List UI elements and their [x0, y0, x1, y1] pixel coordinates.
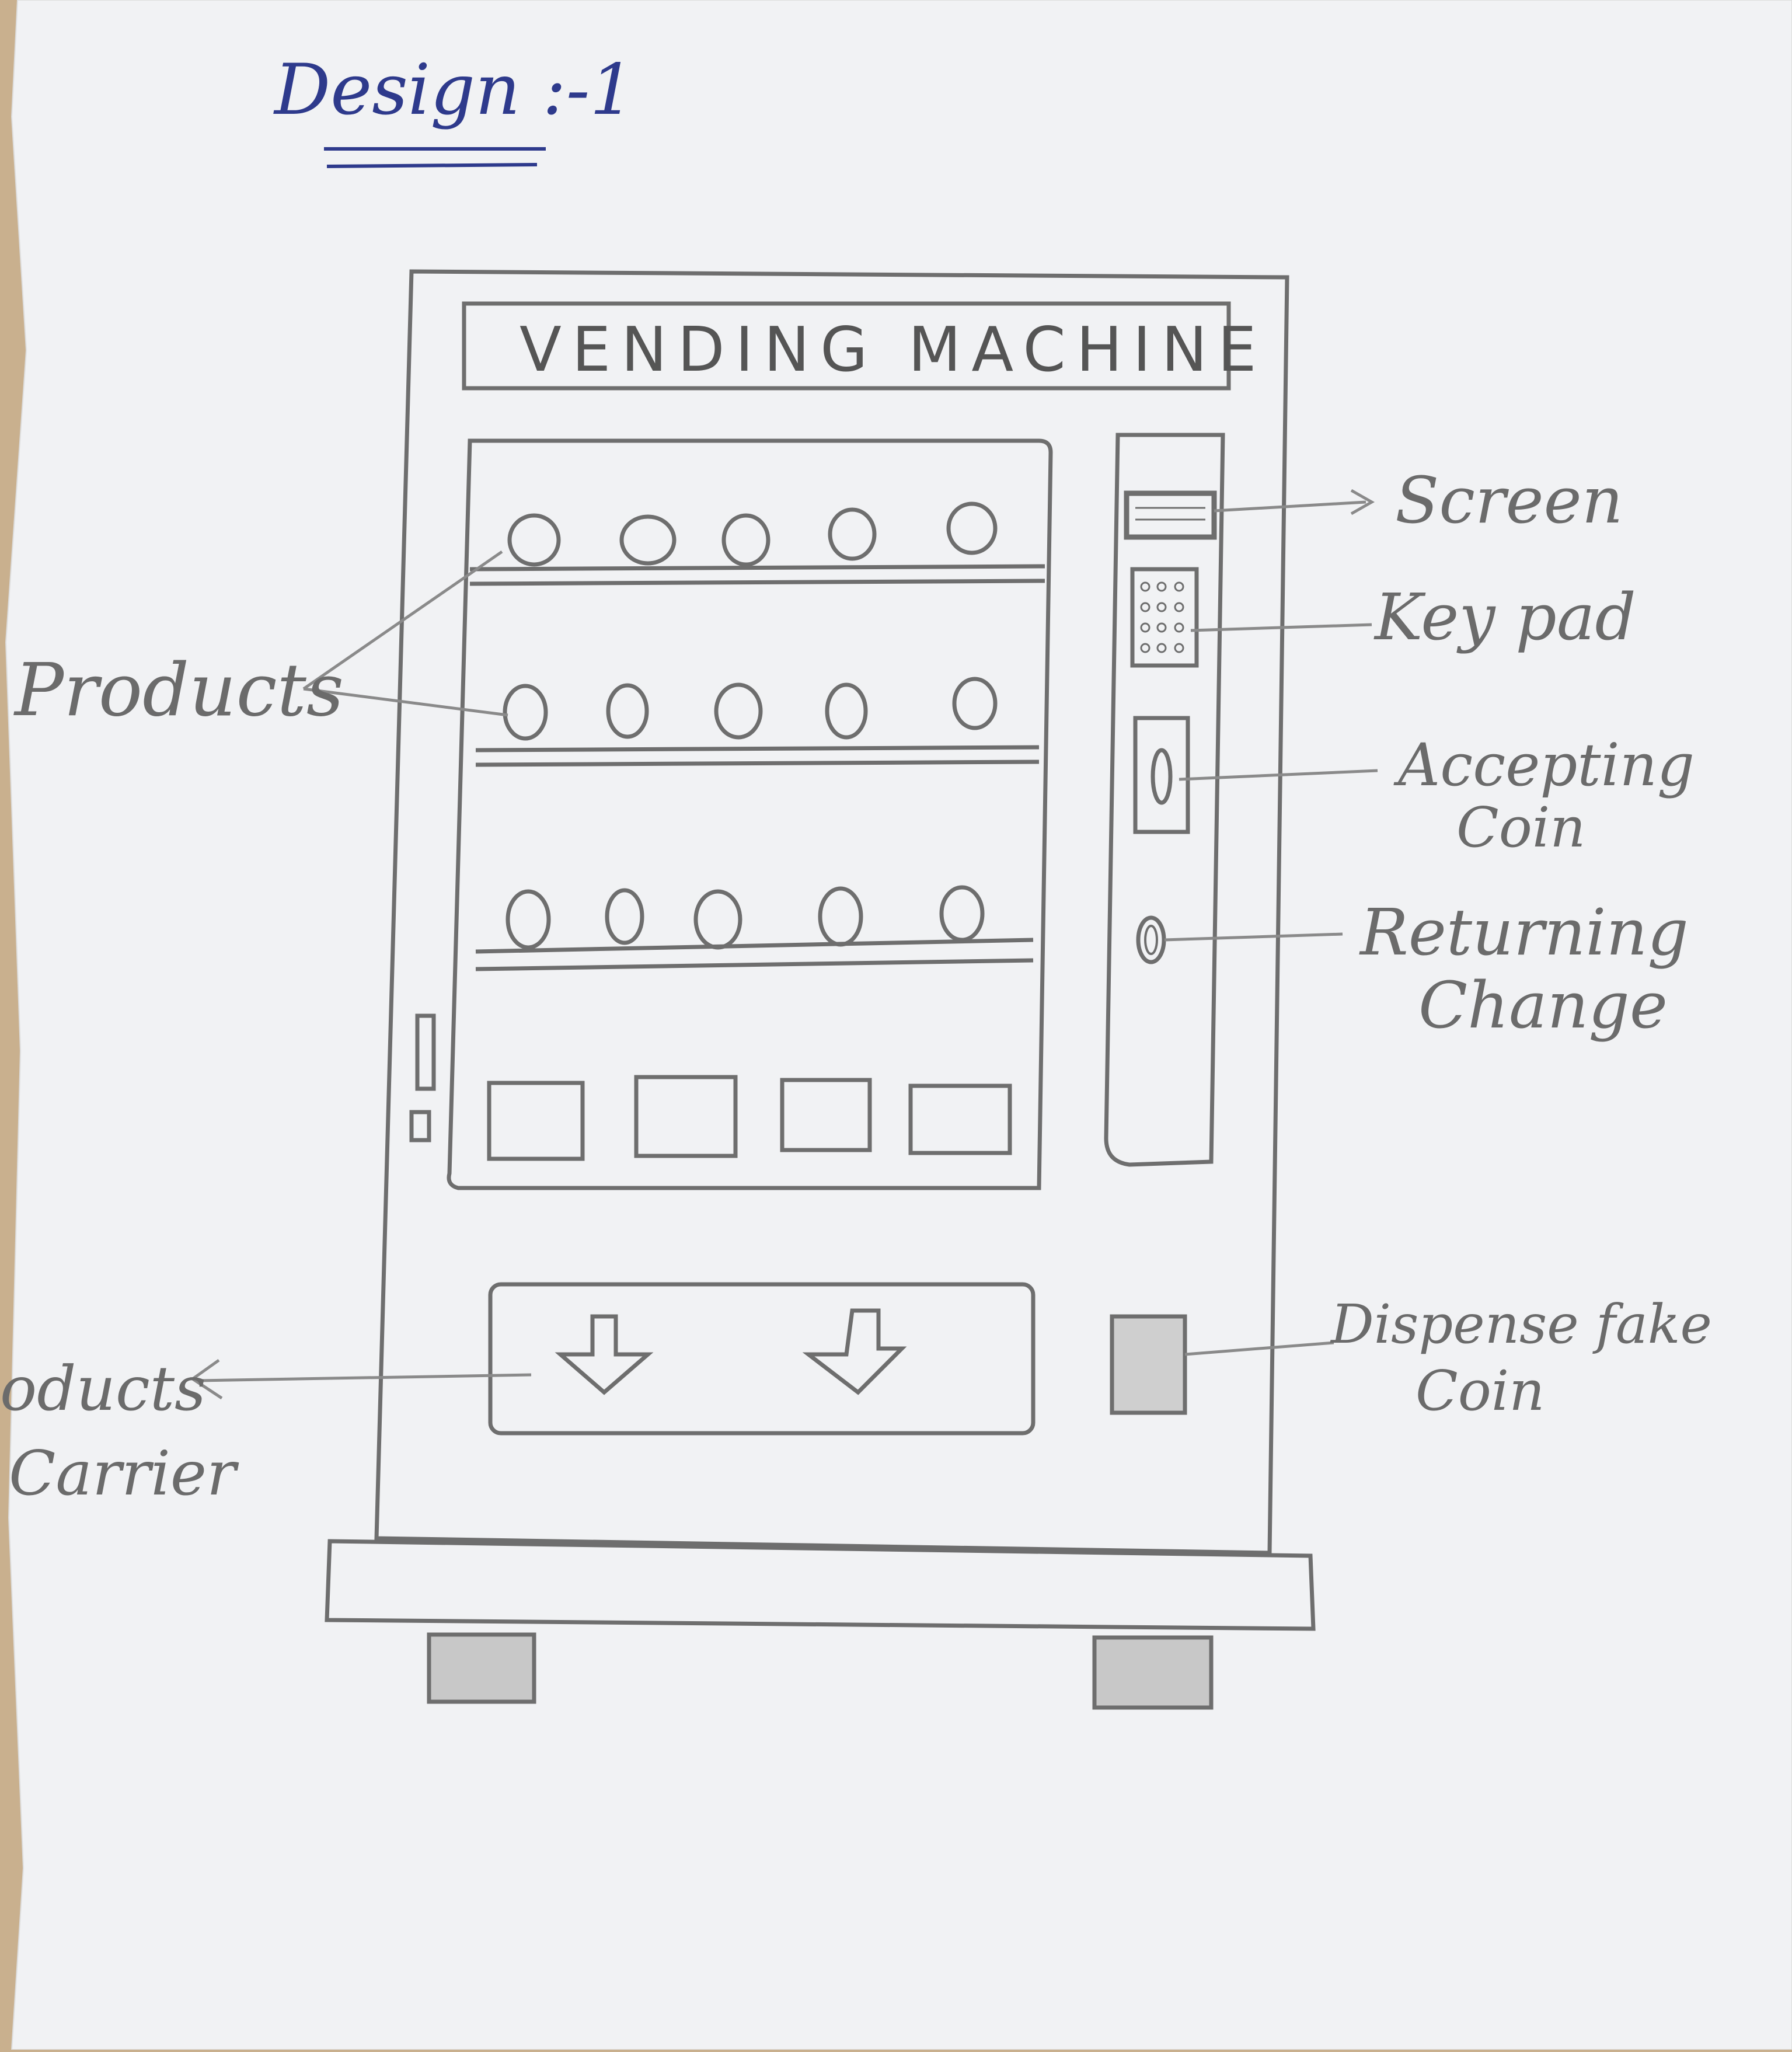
product-box — [908, 1084, 1012, 1155]
change-leader — [1164, 932, 1343, 942]
product-item — [818, 886, 863, 947]
paper-sheet — [5, 0, 1792, 2050]
title-text: Design :-1 — [273, 50, 634, 131]
product-item — [946, 501, 998, 555]
product-item — [721, 513, 771, 567]
coin-slot-opening — [1150, 748, 1173, 805]
product-row-2 — [503, 677, 998, 741]
label-carrier: Carrier — [9, 1438, 239, 1509]
product-item — [619, 514, 677, 566]
label-keypad: Key pad — [1373, 580, 1636, 654]
product-item — [606, 683, 649, 739]
product-window — [447, 438, 1053, 1190]
down-arrow-icon — [802, 1308, 907, 1395]
shelf-2 — [475, 745, 1040, 752]
side-slot-indicator — [415, 1013, 436, 1091]
product-item — [952, 677, 998, 730]
keypad — [1130, 567, 1199, 668]
product-row-4 — [487, 1075, 1012, 1161]
label-change: Change — [1418, 968, 1668, 1043]
product-item — [503, 684, 548, 741]
coin-acceptor-slot — [1133, 716, 1190, 834]
product-item — [693, 889, 742, 950]
product-item — [828, 507, 877, 561]
label-dispense-fake: Dispense fake — [1330, 1293, 1712, 1356]
shelf-3 — [475, 938, 1034, 954]
product-item — [714, 682, 763, 740]
screen — [1124, 490, 1217, 540]
keypad-keys — [1140, 581, 1184, 653]
fake-coin-leader — [1184, 1341, 1334, 1356]
label-returning: Returning — [1359, 895, 1689, 970]
machine-base — [325, 1539, 1316, 1631]
product-box — [634, 1075, 738, 1158]
change-return-slot — [1136, 915, 1166, 964]
shelf-1-lip — [469, 579, 1045, 586]
label-screen: Screen — [1395, 463, 1623, 538]
machine-name-text: VENDING MACHINE — [520, 314, 1267, 385]
machine-body: VENDING MACHINE — [325, 269, 1316, 1710]
screen-arrowhead — [1350, 489, 1375, 515]
down-arrow-icon — [555, 1314, 654, 1395]
annotation-lines — [190, 489, 1378, 1400]
products-leader-2 — [303, 687, 508, 717]
product-item — [507, 513, 561, 567]
machine-foot-right — [1092, 1635, 1214, 1710]
product-item — [939, 885, 985, 942]
product-box — [487, 1081, 585, 1161]
label-coin-1: Coin — [1456, 796, 1585, 860]
label-products: Products — [13, 648, 344, 733]
carrier-arrowhead — [190, 1358, 223, 1400]
products-leader-1 — [302, 550, 503, 691]
product-row-3 — [505, 885, 985, 950]
screen-leader — [1214, 500, 1366, 513]
label-coin-2: Coin — [1416, 1359, 1545, 1423]
annotation-labels: Products Screen Key pad Accepting Coin R… — [0, 463, 1712, 1509]
side-small-indicator — [409, 1110, 431, 1142]
shelf-3-lip — [475, 958, 1034, 971]
control-panel — [1104, 433, 1225, 1167]
keypad-leader — [1190, 623, 1372, 632]
shelf-1 — [469, 564, 1045, 572]
product-item — [505, 889, 551, 950]
shelf-2-lip — [475, 760, 1040, 767]
product-row-1 — [507, 501, 998, 567]
fake-coin-dispenser — [1110, 1314, 1187, 1415]
label-accepting: Accepting — [1393, 731, 1695, 799]
machine-name-sign — [462, 301, 1231, 391]
product-item — [605, 888, 644, 945]
product-box — [780, 1078, 872, 1152]
product-item — [825, 682, 868, 740]
machine-foot-left — [427, 1632, 536, 1704]
machine-cabinet-outline — [374, 269, 1289, 1555]
label-oducts: oducts — [0, 1353, 206, 1424]
title-underline-2 — [326, 163, 538, 168]
products-carrier-tray — [488, 1282, 1036, 1436]
coin-leader — [1179, 769, 1378, 781]
carrier-leader — [198, 1373, 532, 1382]
design-title: Design :-1 — [273, 50, 634, 168]
